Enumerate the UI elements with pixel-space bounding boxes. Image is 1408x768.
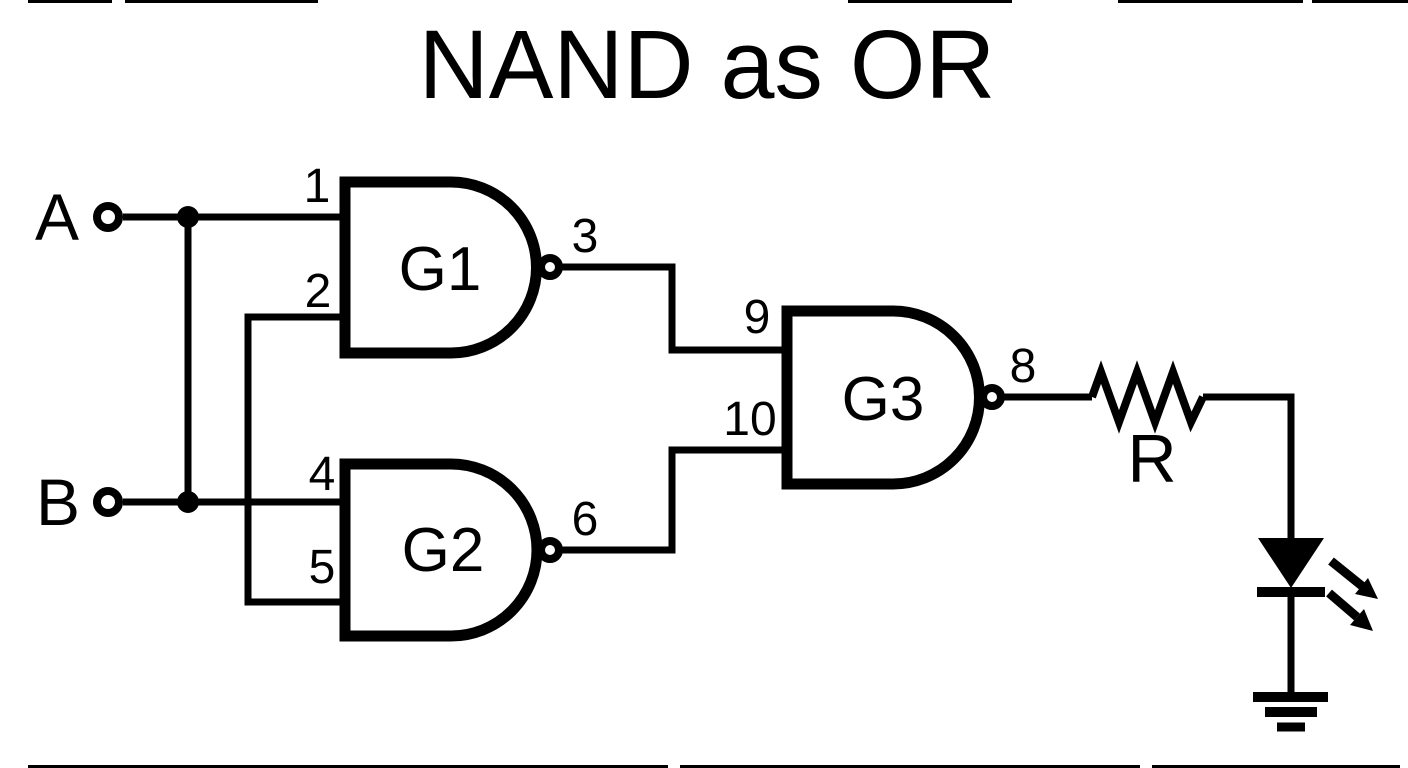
nand-gate-icon [339, 458, 543, 642]
nand-gate-icon [339, 176, 542, 359]
nand-gate-g1 [339, 176, 563, 359]
g1-to-g3-wire [562, 263, 787, 354]
emission-arrow-head [1350, 609, 1373, 631]
g2-to-g3-wire [562, 446, 787, 554]
inverter-bubble-icon [537, 254, 563, 280]
input-a-terminal [93, 202, 123, 232]
gate-g1-label: G1 [399, 235, 482, 304]
led-emission-arrows [1326, 557, 1378, 631]
top-edge-artifacts [28, 0, 1408, 3]
nand-gate-g2 [339, 458, 563, 642]
emission-arrow-shaft [1326, 589, 1360, 621]
nand-gate-icon [781, 305, 985, 490]
pin-2-label: 2 [305, 265, 332, 318]
nand-gate-g3 [781, 305, 1005, 490]
pin-8-label: 8 [1010, 340, 1037, 393]
pin-3-label: 3 [572, 210, 599, 263]
inverter-bubble-icon [537, 537, 563, 563]
emission-arrow-head [1355, 578, 1378, 599]
led-diode-icon [1257, 538, 1378, 631]
inverter-bubble-icon [979, 384, 1005, 410]
emission-arrow-shaft [1328, 557, 1365, 590]
junction-dot-a [177, 206, 199, 228]
ground-icon [1253, 692, 1328, 732]
pin-9-label: 9 [744, 291, 771, 344]
pin-10-label: 10 [723, 393, 776, 446]
pin-4-label: 4 [309, 448, 336, 501]
resistor-label: R [1127, 421, 1176, 497]
gate-g3-label: G3 [842, 365, 925, 434]
pin-1-label: 1 [304, 160, 331, 213]
pin-6-label: 6 [572, 493, 599, 546]
gate-g2-label: G2 [402, 516, 485, 585]
resistor-to-led-wire [1203, 393, 1295, 545]
diagram-title: NAND as OR [419, 10, 996, 119]
bottom-edge-artifacts [28, 765, 1400, 768]
junction-dot-b [177, 491, 199, 513]
input-a-label: A [35, 180, 79, 254]
led-anode-triangle [1258, 538, 1324, 588]
pin2-pin5-tie-wire [244, 313, 345, 606]
pin-5-label: 5 [309, 541, 336, 594]
resistor-icon [1088, 360, 1207, 434]
input-b-label: B [36, 465, 80, 539]
input-b-terminal [93, 487, 123, 517]
